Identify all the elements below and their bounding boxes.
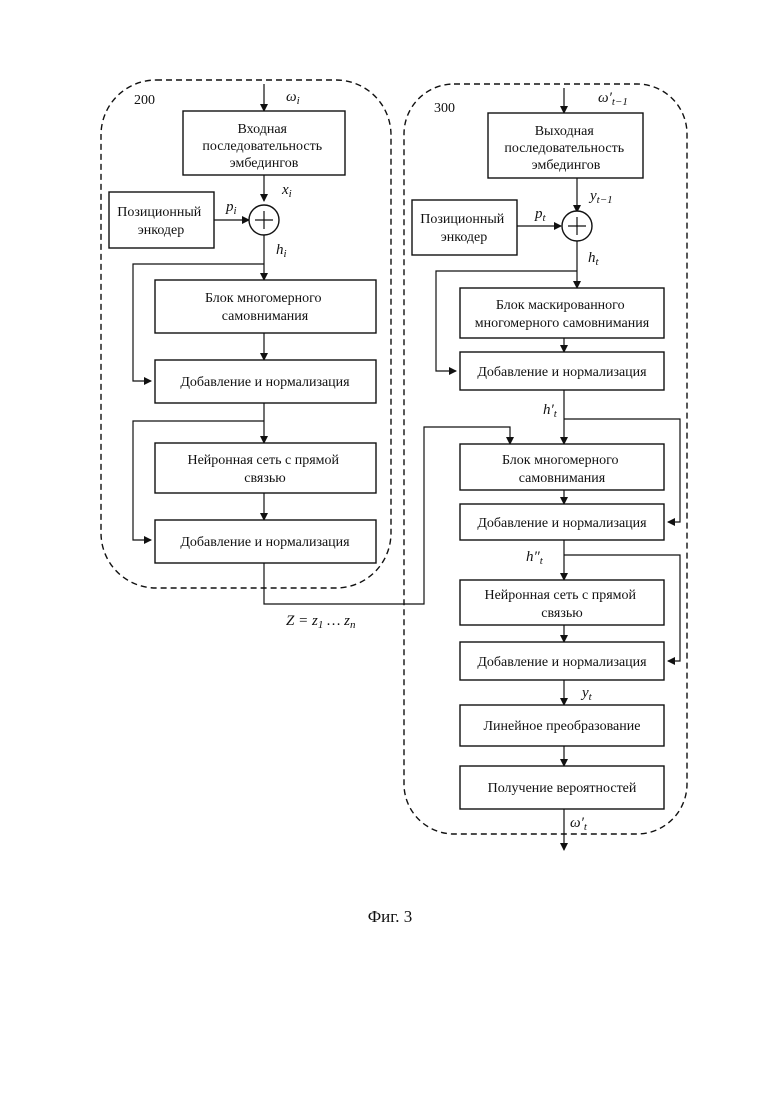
- decoder-addnorm3-label: Добавление и нормализация: [477, 655, 647, 670]
- encoder-id: 200: [134, 93, 155, 108]
- memory-label: Z = z1 … zn: [286, 613, 356, 631]
- decoder-output-label: ω′t: [570, 815, 588, 833]
- decoder-p-label: pt: [534, 206, 547, 224]
- encoder-sum-icon: [249, 205, 279, 235]
- encoder-x-label: xi: [281, 182, 292, 200]
- decoder-positional-block: [412, 200, 517, 255]
- decoder-h2-label: h″t: [526, 549, 544, 567]
- decoder-linear-label: Линейное преобразование: [484, 719, 641, 734]
- encoder-addnorm1-label: Добавление и нормализация: [180, 375, 350, 390]
- encoder-p-label: pi: [225, 199, 237, 217]
- decoder-h-label: ht: [588, 250, 600, 268]
- figure-caption: Фиг. 3: [368, 907, 413, 926]
- encoder-positional-block: [109, 192, 214, 248]
- decoder-input-label: ω′t−1: [598, 90, 628, 108]
- decoder-softmax-label: Получение вероятностей: [488, 781, 637, 796]
- decoder-y-label: yt−1: [588, 188, 613, 206]
- decoder-addnorm2-label: Добавление и нормализация: [477, 516, 647, 531]
- decoder-id: 300: [434, 101, 455, 116]
- encoder-attention-block: [155, 280, 376, 333]
- encoder-input-label: ωi: [286, 89, 300, 107]
- decoder-h1-label: h′t: [543, 402, 558, 420]
- decoder-yt-label: yt: [580, 685, 593, 703]
- encoder-h-label: hi: [276, 242, 287, 260]
- decoder-addnorm1-label: Добавление и нормализация: [477, 365, 647, 380]
- encoder-addnorm2-label: Добавление и нормализация: [180, 535, 350, 550]
- decoder-sum-icon: [562, 211, 592, 241]
